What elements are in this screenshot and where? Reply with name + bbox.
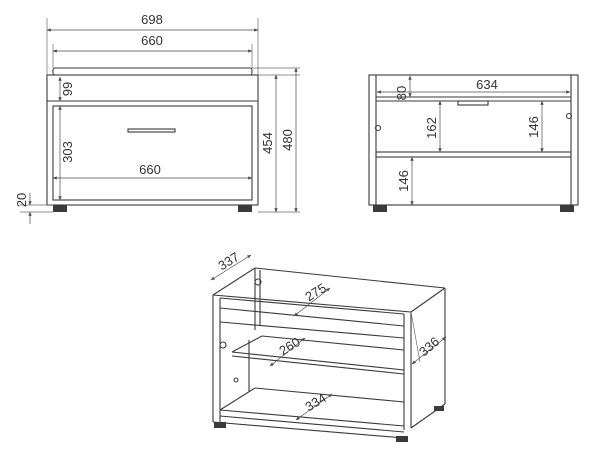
isometric-view: 337 275 260 334 336	[210, 249, 447, 442]
foot-left	[53, 205, 67, 212]
iso-foot-right	[396, 436, 408, 442]
iso-foot-left	[214, 422, 226, 428]
cabinet-body	[46, 74, 259, 206]
hinge-plate	[457, 100, 489, 106]
iso-foot-back	[434, 406, 444, 411]
dim-line-336	[411, 336, 447, 365]
foot-left-2	[373, 205, 387, 212]
dim-label-146-lower: 146	[396, 170, 411, 192]
dim-label-337: 337	[215, 249, 241, 273]
drawer-handle	[127, 128, 176, 133]
dim-label-146-right: 146	[526, 116, 541, 138]
dim-label-162: 162	[424, 117, 439, 139]
dim-line-275	[293, 287, 331, 317]
foot-right	[238, 205, 252, 212]
dim-label-275: 275	[302, 280, 328, 304]
dim-label-20: 20	[14, 193, 29, 207]
dim-label-336: 336	[416, 334, 442, 359]
dim-label-334: 334	[302, 390, 328, 414]
dim-line-337	[210, 254, 252, 281]
open-front-view: 634 80 162 146 146	[368, 74, 579, 212]
seat-top	[52, 67, 253, 76]
dim-label-660-top: 660	[141, 33, 163, 48]
drawer-front	[52, 105, 253, 201]
dim-label-80: 80	[394, 86, 409, 100]
front-view: 698 660 99 303 660 454 480	[14, 12, 300, 224]
dim-label-454: 454	[260, 132, 275, 154]
dim-label-480: 480	[280, 129, 295, 151]
iso-shelf	[231, 351, 405, 371]
dim-line-260	[269, 337, 306, 367]
dim-line-334	[295, 393, 333, 421]
dim-label-660-inner: 660	[139, 162, 161, 177]
middle-shelf	[375, 151, 572, 158]
foot-right-2	[560, 205, 574, 212]
cabinet-outline	[368, 74, 579, 206]
dim-label-698: 698	[141, 12, 163, 27]
dim-label-99: 99	[60, 82, 75, 96]
dim-label-634: 634	[476, 77, 498, 92]
dim-label-303: 303	[60, 141, 75, 163]
